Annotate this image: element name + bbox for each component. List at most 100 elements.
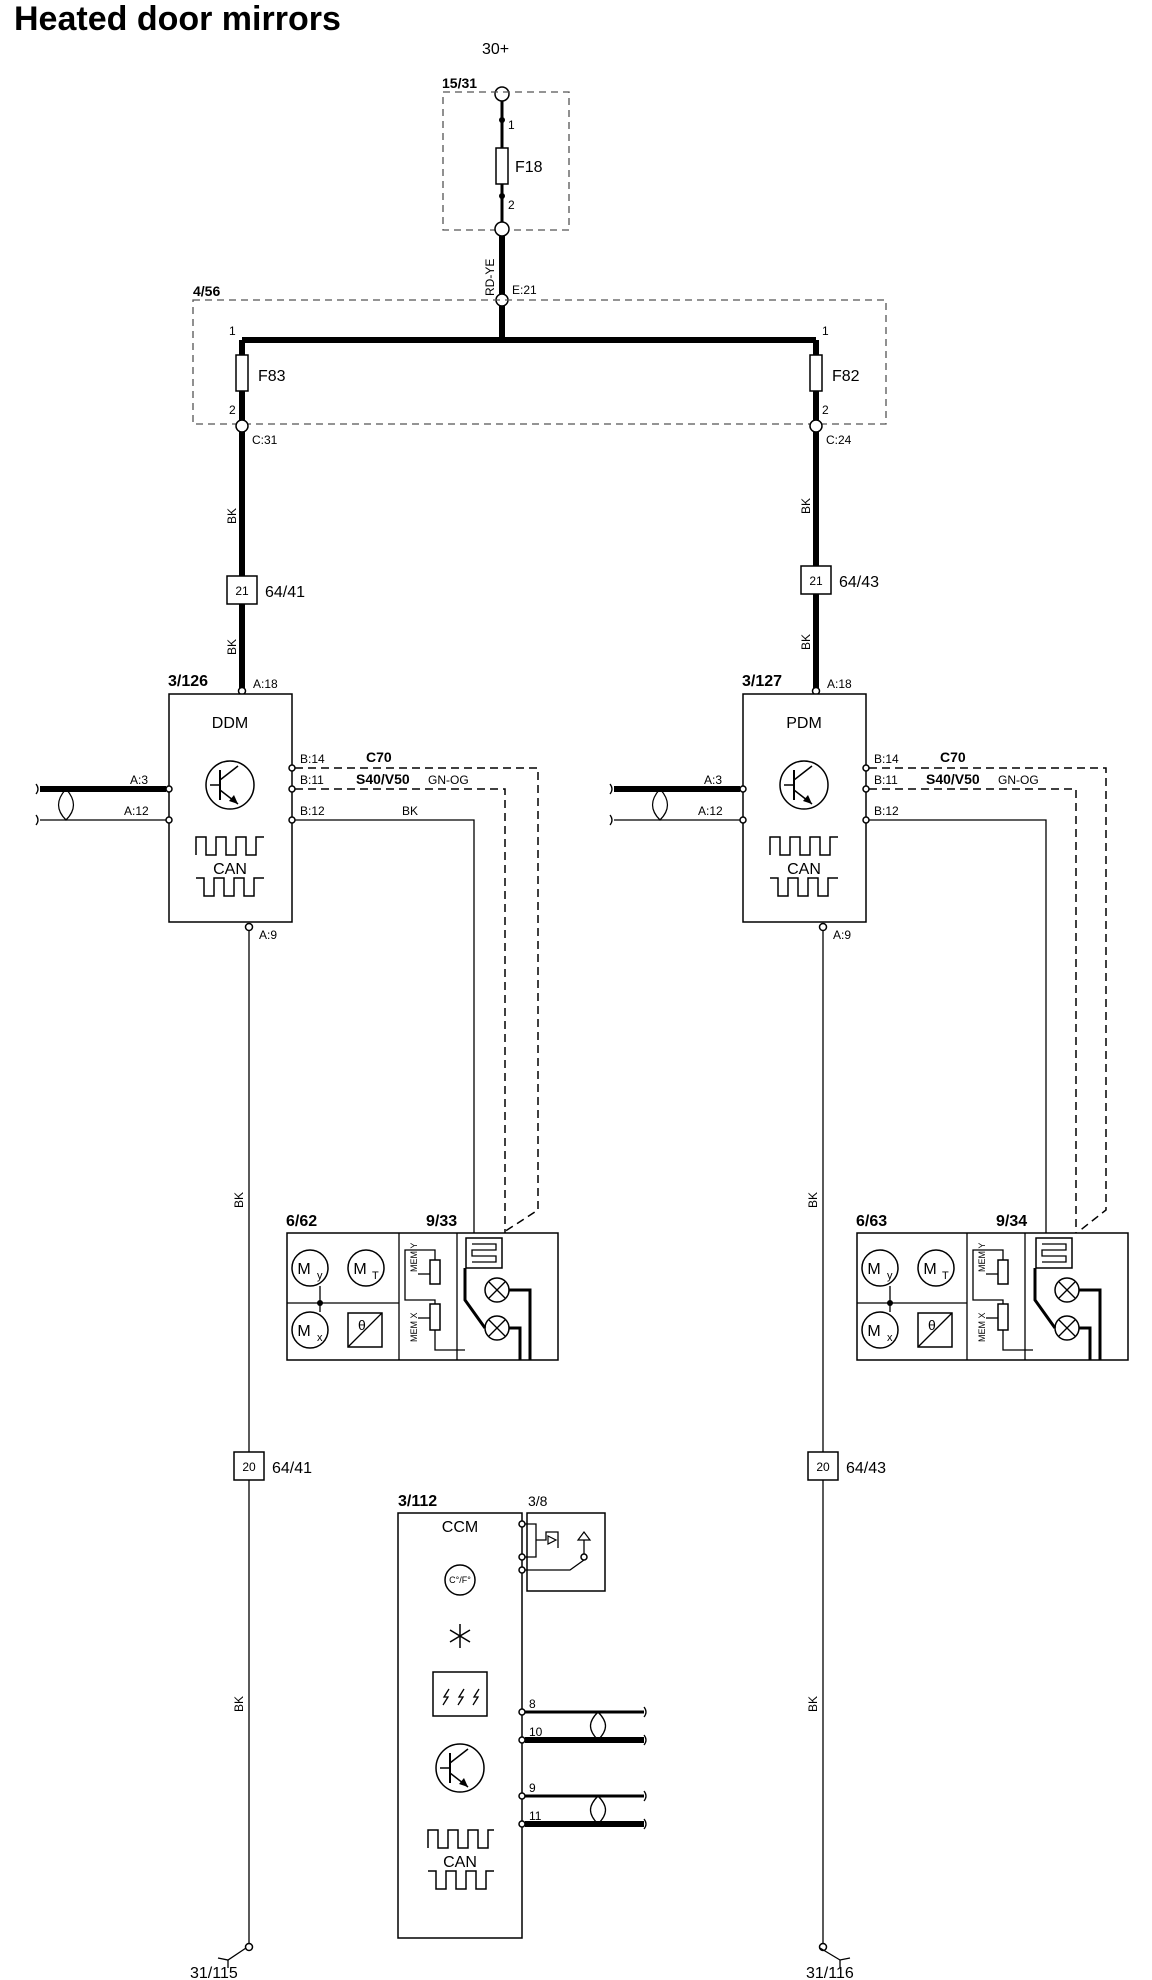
motor-mt-m: M xyxy=(923,1261,936,1278)
ddm-b12-pin xyxy=(288,816,296,824)
switch-contact xyxy=(525,1559,585,1571)
pdm-s40-dashed-wire xyxy=(869,788,1077,1238)
c24-node xyxy=(809,419,823,433)
right-splice-num: 21 xyxy=(809,574,823,588)
motor-mx-sub: x xyxy=(317,1332,323,1344)
e21-label: E:21 xyxy=(512,283,537,297)
ddm-box xyxy=(168,693,293,923)
fuse-f83-icon xyxy=(235,354,249,392)
right-ground-splice-ref: 64/43 xyxy=(846,1460,886,1477)
ccm-pin-11 xyxy=(518,1820,526,1828)
right-mirror-unit: 6/63 9/34 M y M T M x θ MEM Y MEM X xyxy=(856,1213,1129,1361)
pdm-b14-label: B:14 xyxy=(874,752,899,766)
ddm-can-h-break xyxy=(35,783,39,795)
left-ground-ref: 31/115 xyxy=(190,1965,238,1980)
pdm-b12-label: B:12 xyxy=(874,804,899,818)
left-splice-num: 21 xyxy=(235,584,249,598)
left-mirror-housing xyxy=(286,1232,559,1361)
left-splice-64-41 xyxy=(226,575,258,605)
pdm-b12-pin xyxy=(862,816,870,824)
right-mirror-housing xyxy=(856,1232,1129,1361)
pdm-a3-label: A:3 xyxy=(704,773,722,787)
pdm-a9-pin xyxy=(818,922,828,932)
temp-sensor-slash xyxy=(917,1312,953,1348)
pdm-b11-label: B:11 xyxy=(874,773,898,787)
left-ground-icon xyxy=(217,1947,247,1961)
motor-mt-sub: T xyxy=(372,1270,379,1282)
right-mem-y-label: MEM Y xyxy=(977,1243,987,1272)
ddm-b12-wire xyxy=(295,819,475,1238)
can-bus-icon xyxy=(427,1829,494,1890)
ddm-a18-label: A:18 xyxy=(253,677,278,691)
central-box-section: 4/56 1 F83 2 C:31 1 F82 2 C:24 xyxy=(192,283,887,447)
left-ground-splice-num: 20 xyxy=(242,1460,256,1474)
ccm-can-label: CAN xyxy=(443,1854,477,1871)
motor-mt-m: M xyxy=(353,1261,366,1278)
left-ground-end xyxy=(244,1942,254,1952)
pdm-box xyxy=(742,693,867,923)
switch-led-wire xyxy=(536,1531,559,1548)
left-motor-unit-label: 6/62 xyxy=(286,1213,317,1230)
transistor-icon xyxy=(205,760,255,810)
ddm-bk-label: BK xyxy=(402,804,418,818)
left-lamp-1-wire xyxy=(509,1288,532,1360)
c31-node xyxy=(235,419,249,433)
left-pot-x-icon xyxy=(429,1303,441,1331)
right-pot-wiring xyxy=(972,1249,1004,1304)
pdm-a9-label: A:9 xyxy=(833,928,851,942)
transistor-icon xyxy=(779,760,829,810)
left-bk-label-1: BK xyxy=(225,508,239,524)
motor-my-icon xyxy=(291,1249,329,1287)
temp-sensor-slash xyxy=(347,1312,383,1348)
ddm-b11-label: B:11 xyxy=(300,773,324,787)
pdm-can-l-break xyxy=(609,814,613,826)
right-ground-path: BK 20 64/43 BK 31/116 xyxy=(806,931,886,1980)
f18-pin2-label: 2 xyxy=(508,198,515,212)
right-pot-ground xyxy=(1002,1330,1033,1351)
f82-pin2-label: 2 xyxy=(822,403,829,417)
left-ground-splice xyxy=(233,1451,265,1481)
ccm-pin-11-label: 11 xyxy=(529,1809,542,1823)
right-splice-64-43 xyxy=(800,565,832,595)
motor-mx-icon xyxy=(291,1311,329,1349)
ddm-a12-pin xyxy=(165,816,173,824)
ddm-id-label: 3/126 xyxy=(168,673,208,690)
left-heater-coil xyxy=(471,1243,497,1263)
left-mirror-unit-label: 9/33 xyxy=(426,1213,457,1230)
pdm-b14-pin xyxy=(862,764,870,772)
right-pot-x-icon xyxy=(997,1303,1009,1331)
temp-sensor-theta: θ xyxy=(928,1317,936,1333)
ddm-b11-pin xyxy=(288,785,296,793)
ccm-pin-9-label: 9 xyxy=(529,1781,536,1795)
motor-mx-m: M xyxy=(297,1323,310,1340)
ccm-break-1 xyxy=(643,1706,647,1746)
motor-my-sub: y xyxy=(887,1270,893,1282)
ddm-c70-label: C70 xyxy=(366,749,392,765)
temp-unit-button-icon xyxy=(444,1564,476,1596)
left-lamp-2-wire xyxy=(509,1326,522,1360)
ddm-module: 3/126 DDM CAN B:14 B:11 B:12 C70 S40/V50… xyxy=(35,673,469,942)
ccm-switch-pin-2 xyxy=(518,1553,526,1561)
central-box-label: 4/56 xyxy=(193,283,220,299)
pdm-a12-label: A:12 xyxy=(698,804,723,818)
right-pot-y-icon xyxy=(997,1259,1009,1285)
terminal-30-label: 30+ xyxy=(482,41,509,58)
fuse-f18-icon xyxy=(495,147,509,185)
ccm-name: CCM xyxy=(442,1519,478,1536)
pdm-a3-pin xyxy=(739,785,747,793)
ccm-twist-2-icon xyxy=(589,1795,607,1825)
ddm-can-l-break xyxy=(35,814,39,826)
ddm-can-label: CAN xyxy=(213,861,247,878)
ccm-twist-1-icon xyxy=(589,1711,607,1741)
can-bus-icon xyxy=(769,836,838,897)
pdm-id-label: 3/127 xyxy=(742,673,782,690)
pdm-gnog-label: GN-OG xyxy=(998,773,1039,787)
left-ground-bk-1: BK xyxy=(232,1192,246,1208)
left-ground-splice-ref: 64/41 xyxy=(272,1460,312,1477)
ccm-pin-8 xyxy=(518,1708,526,1716)
diagram-title: Heated door mirrors xyxy=(14,0,341,38)
can-bus-icon xyxy=(195,836,264,897)
pdm-c70-dashed-wire xyxy=(869,767,1107,1233)
c31-label: C:31 xyxy=(252,433,278,447)
right-bk-label-1: BK xyxy=(799,498,813,514)
